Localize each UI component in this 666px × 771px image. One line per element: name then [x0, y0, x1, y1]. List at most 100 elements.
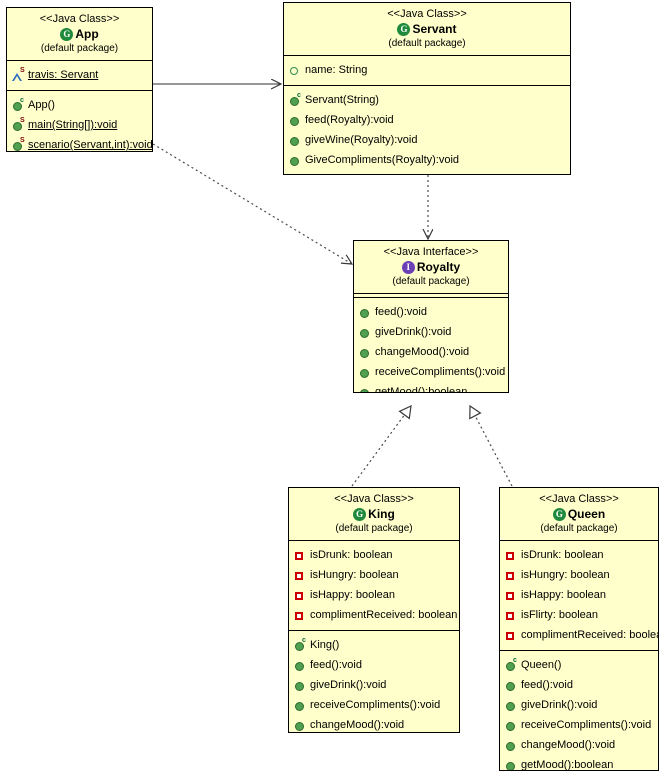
class-header-royalty: <<Java Interface>> I Royalty (default pa… [354, 241, 508, 295]
field-row[interactable]: isHappy: boolean [500, 585, 658, 605]
field-row[interactable]: isDrunk: boolean [500, 545, 658, 565]
class-icon: G [60, 28, 74, 42]
class-box-king[interactable]: <<Java Class>> G King (default package) … [288, 487, 460, 733]
class-icon: G [353, 508, 367, 522]
field-row[interactable]: complimentReceived: boolean [289, 605, 459, 625]
field-label: isDrunk: boolean [521, 549, 604, 562]
methods-section-app: c App() S main(String[]):void S scenario… [7, 90, 152, 151]
static-marker: S [20, 136, 25, 144]
constructor-marker: c [20, 96, 24, 104]
method-label: giveDrink():void [375, 326, 452, 339]
method-row[interactable]: receiveCompliments():void [354, 362, 508, 382]
field-label: travis: Servant [28, 69, 99, 82]
public-method-icon [359, 306, 372, 319]
field-row[interactable]: complimentReceived: boolean [500, 625, 658, 645]
package-label: (default package) [392, 276, 470, 288]
method-row[interactable]: giveWine(Royalty):void [284, 130, 570, 150]
method-row[interactable]: S scenario(Servant,int):void [7, 135, 152, 151]
field-row[interactable]: isHungry: boolean [289, 565, 459, 585]
field-label: isDrunk: boolean [310, 549, 393, 562]
method-row[interactable]: receiveCompliments():void [289, 695, 459, 715]
public-method-icon [294, 719, 307, 732]
class-header-king: <<Java Class>> G King (default package) [289, 488, 459, 542]
method-label: giveWine(Royalty):void [305, 134, 418, 147]
methods-section-servant: c Servant(String) feed(Royalty):void giv… [284, 85, 570, 175]
public-method-icon [294, 659, 307, 672]
method-row[interactable]: c King() [289, 635, 459, 655]
method-label: main(String[]):void [28, 119, 118, 132]
method-label: feed():void [310, 659, 362, 672]
stereotype-label: <<Java Class>> [387, 8, 467, 20]
class-header-app: <<Java Class>> G App (default package) [7, 8, 152, 62]
private-field-icon [505, 629, 518, 642]
method-label: getMood():boolean [375, 386, 468, 393]
public-method-icon [505, 759, 518, 770]
method-row[interactable]: changeMood():void [289, 715, 459, 732]
method-label: getMood():boolean [521, 759, 614, 771]
public-method-icon: c [294, 636, 307, 652]
field-label: name: String [305, 64, 368, 77]
package-label: (default package) [335, 523, 413, 535]
constructor-marker: c [513, 656, 517, 664]
class-name: Queen [567, 507, 606, 522]
class-box-servant[interactable]: <<Java Class>> G Servant (default packag… [283, 2, 571, 175]
public-method-icon [359, 366, 372, 379]
public-method-icon: c [505, 656, 518, 672]
method-row[interactable]: changeMood():void [500, 735, 658, 755]
package-label: (default package) [388, 38, 466, 50]
method-row[interactable]: getMood():boolean [354, 382, 508, 393]
method-label: Queen() [521, 659, 562, 672]
package-field-icon: S [12, 67, 25, 82]
public-method-icon [359, 386, 372, 392]
method-row[interactable]: c Queen() [500, 655, 658, 675]
class-title-row: G King [293, 507, 455, 522]
field-label: isHungry: boolean [521, 569, 610, 582]
field-row[interactable]: isHappy: boolean [289, 585, 459, 605]
method-row[interactable]: changeMood():void [354, 342, 508, 362]
private-field-icon [294, 569, 307, 582]
field-label: isHappy: boolean [310, 589, 396, 602]
private-field-icon [505, 549, 518, 562]
public-method-icon [289, 154, 302, 167]
field-row[interactable]: isDrunk: boolean [289, 545, 459, 565]
field-label: complimentReceived: boolean [521, 629, 659, 642]
public-method-icon [505, 739, 518, 752]
public-method-icon [289, 174, 302, 175]
edge-queen-to-royalty [470, 406, 513, 487]
class-box-royalty[interactable]: <<Java Interface>> I Royalty (default pa… [353, 240, 509, 393]
method-row[interactable]: GiveCompliments(Royalty):void [284, 150, 570, 170]
class-box-queen[interactable]: <<Java Class>> G Queen (default package)… [499, 487, 659, 771]
class-header-queen: <<Java Class>> G Queen (default package) [500, 488, 658, 542]
public-method-icon: c [12, 96, 25, 112]
field-label: isHungry: boolean [310, 569, 399, 582]
public-method-icon: S [12, 117, 25, 132]
field-row[interactable]: isFlirty: boolean [500, 605, 658, 625]
method-row[interactable]: getMood():boolean [500, 755, 658, 771]
public-method-icon: S [12, 136, 25, 151]
method-row[interactable]: S main(String[]):void [7, 115, 152, 135]
methods-section-royalty: feed():void giveDrink():void changeMood(… [354, 297, 508, 393]
field-row[interactable]: isHungry: boolean [500, 565, 658, 585]
method-row[interactable]: receiveCompliments():void [500, 715, 658, 735]
field-row[interactable]: name: String [284, 60, 570, 80]
field-row[interactable]: S travis: Servant [7, 65, 152, 85]
method-row[interactable]: feed():void [289, 655, 459, 675]
public-method-icon [294, 699, 307, 712]
class-title-row: G Servant [288, 22, 566, 37]
package-label: (default package) [40, 43, 119, 55]
method-row[interactable]: giveDrink():void [354, 322, 508, 342]
constructor-marker: c [302, 636, 306, 644]
method-label: receiveCompliments():void [375, 366, 506, 379]
method-row[interactable]: feed():void [354, 302, 508, 322]
class-box-app[interactable]: <<Java Class>> G App (default package) S… [6, 7, 153, 152]
method-row[interactable]: feed():void [500, 675, 658, 695]
method-label: giveDrink():void [521, 699, 598, 712]
public-method-icon [359, 326, 372, 339]
method-row[interactable]: c Servant(String) [284, 90, 570, 110]
method-row[interactable]: checkIfYouWillBeHanged(ArrayList<Royalty… [284, 170, 570, 175]
method-row[interactable]: giveDrink():void [500, 695, 658, 715]
private-field-icon [505, 589, 518, 602]
method-row[interactable]: giveDrink():void [289, 675, 459, 695]
method-row[interactable]: c App() [7, 95, 152, 115]
method-row[interactable]: feed(Royalty):void [284, 110, 570, 130]
